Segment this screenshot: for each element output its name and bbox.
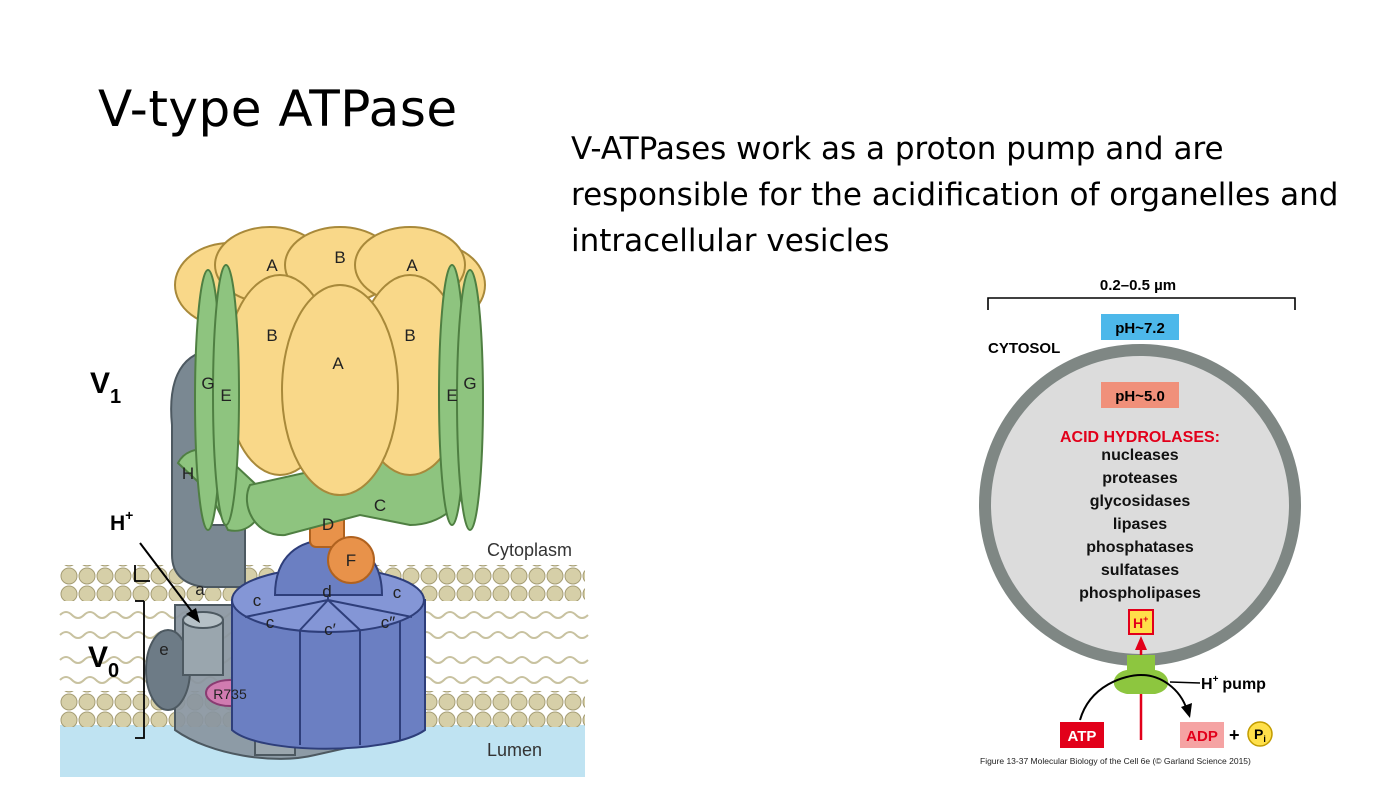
- lysosome-figure: 0.2–0.5 µm pH~7.2 CYTOSOL pH~5.0 ACID HY…: [979, 277, 1301, 766]
- a3b3-hexamer: [174, 226, 486, 496]
- label-subunit-A-left: A: [266, 256, 278, 275]
- label-subunit-H: H: [182, 464, 194, 483]
- label-v0: V0: [88, 641, 119, 682]
- subunit-F-shape: [327, 536, 375, 584]
- v-atpase-structure-figure: A B A B B A G E E G H C D F a d e c c c …: [59, 226, 589, 777]
- label-subunit-B-top: B: [334, 248, 345, 267]
- pump-label: H+pump: [1201, 674, 1266, 693]
- label-subunit-A-center: A: [332, 354, 344, 373]
- ph-outside-badge: [1101, 314, 1179, 340]
- label-subunit-c-prime: c′: [324, 620, 336, 639]
- label-proton: H+: [110, 507, 133, 535]
- label-subunit-d: d: [322, 582, 331, 601]
- label-lumen: Lumen: [487, 740, 542, 760]
- ph-inside-label: pH~5.0: [1115, 388, 1165, 405]
- hydrolase-item: phosphatases: [1086, 539, 1194, 556]
- hydrolase-item: proteases: [1102, 470, 1178, 487]
- label-subunit-E-right: E: [446, 386, 457, 405]
- hydrolase-item: nucleases: [1101, 447, 1178, 464]
- label-subunit-a: a: [195, 580, 205, 599]
- hydrolase-item: phospholipases: [1079, 585, 1201, 602]
- subunit-E-left-shape: [212, 264, 240, 526]
- slide-body-text: V-ATPases work as a proton pump and are …: [571, 131, 1339, 259]
- v0-bracket: [134, 565, 150, 739]
- pump-pointer-line: [1169, 681, 1201, 684]
- hydrolase-item: lipases: [1113, 516, 1167, 533]
- phosphate-label: Pi: [1254, 726, 1266, 744]
- label-subunit-B-right: B: [404, 326, 415, 345]
- ph-inside-badge: [1101, 382, 1179, 408]
- subunit-G-right-shape: [456, 269, 484, 531]
- proton-channel-upper: [182, 619, 224, 676]
- label-subunit-C: C: [374, 496, 386, 515]
- label-subunit-B-left: B: [266, 326, 277, 345]
- label-subunit-E-left: E: [220, 386, 231, 405]
- atp-label: ATP: [1068, 728, 1097, 745]
- label-subunit-c-3: c: [266, 613, 275, 632]
- adp-badge: [1180, 722, 1224, 748]
- label-subunit-G-left: G: [201, 374, 214, 393]
- ph-outside-label: pH~7.2: [1115, 320, 1165, 337]
- phosphate-badge: [1247, 721, 1273, 747]
- label-subunit-A-right: A: [406, 256, 418, 275]
- atp-badge: [1060, 722, 1104, 748]
- label-cytoplasm: Cytoplasm: [487, 540, 572, 560]
- cytosol-label: CYTOSOL: [988, 340, 1060, 357]
- adp-label: ADP: [1186, 728, 1218, 745]
- atp-hydrolysis-arrow: [1079, 673, 1188, 721]
- label-subunit-c-1: c: [253, 591, 262, 610]
- plus-sign: +: [1229, 725, 1240, 745]
- proton-arrow: [139, 542, 197, 618]
- slide-title: V-type ATPase: [98, 80, 458, 138]
- label-subunit-F: F: [346, 551, 356, 570]
- label-v1: V1: [90, 367, 121, 408]
- label-subunit-D: D: [322, 515, 334, 534]
- label-r735: R735: [213, 686, 247, 702]
- hydrolase-item: sulfatases: [1101, 562, 1179, 579]
- label-subunit-c-2: c: [393, 583, 402, 602]
- h-ion-box: [1128, 609, 1154, 635]
- size-bracket: [987, 297, 1296, 310]
- acid-hydrolases-title: ACID HYDROLASES:: [1060, 429, 1220, 446]
- label-subunit-c-double-prime: c″: [381, 613, 396, 632]
- h-ion-label: H+: [1133, 614, 1148, 631]
- figure-caption: Figure 13-37 Molecular Biology of the Ce…: [980, 756, 1251, 766]
- hydrolase-item: glycosidases: [1090, 493, 1191, 510]
- label-subunit-G-right: G: [463, 374, 476, 393]
- label-subunit-e: e: [159, 640, 168, 659]
- size-label: 0.2–0.5 µm: [1100, 277, 1176, 294]
